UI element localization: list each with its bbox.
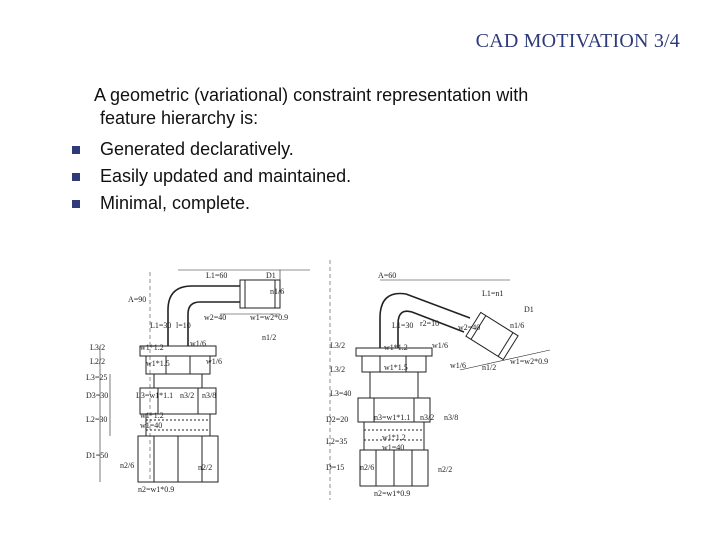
dim-label: n3/2 [180,391,194,400]
bullet-item: Minimal, complete. [72,190,351,217]
dim-label: n3=w1*1.1 [374,413,410,422]
dim-label: L2=30 [86,415,107,424]
dim-label: w1/6 [450,361,466,370]
dim-label: L3/2 [330,365,345,374]
dim-label: L3=25 [86,373,107,382]
dim-label: D1=50 [86,451,108,460]
dim-label: w1/6 [432,341,448,350]
dim-label: L1=30 [150,321,171,330]
dim-label: n3/2 [420,413,434,422]
dim-label: L2/2 [90,357,105,366]
square-bullet-icon [72,145,80,154]
dim-label: n2/6 [120,461,134,470]
dim-label: w1/6 [206,357,222,366]
dim-label: w1/6 [190,339,206,348]
right-part [329,260,551,500]
dim-label: D=15 [326,463,344,472]
bullet-item: Easily updated and maintained. [72,163,351,190]
dim-label: n1/6 [270,287,284,296]
dim-label: n2/2 [198,463,212,472]
dim-label: D2=20 [326,415,348,424]
dim-label: n3/8 [444,413,458,422]
dim-label: n2/2 [438,465,452,474]
dim-label: w1*1.5 [146,359,170,368]
dim-label: L1=60 [206,271,227,280]
dim-label: L3=40 [330,389,351,398]
bullet-text: Easily updated and maintained. [100,166,352,186]
dim-label: A=60 [378,271,396,280]
left-part [99,269,310,483]
dim-label: D1 [524,305,534,314]
dim-label: n1/6 [510,321,524,330]
dim-label: D3=30 [86,391,108,400]
dim-label: A=90 [128,295,146,304]
dim-label: L3/2 [330,341,345,350]
dim-label: n2=w1*0.9 [138,485,174,494]
dim-label: n3/8 [202,391,216,400]
right-labels: A=60 L1=n1 D1 L1=30 r2=10 w2=40 n1/6 L3/… [326,271,548,498]
dim-label: L3/2 [90,343,105,352]
square-bullet-icon [72,199,80,208]
dim-label: w1*1.5 [384,363,408,372]
dim-label: w1=w2*0.9 [510,357,548,366]
slide-title: CAD MOTIVATION 3/4 [475,30,680,52]
left-labels: L1=60 D1 n1/6 A=90 w2=40 w1=w2*0.9 L1=30… [86,271,288,494]
dim-label: l=10 [176,321,191,330]
dim-label: w1*1.2 [382,433,406,442]
dim-label: w1*1.2 [384,343,408,352]
square-bullet-icon [72,172,80,181]
intro-line-1: A geometric (variational) constraint rep… [94,85,529,105]
dim-label: w1*1.2 [140,343,164,352]
dim-label: L2=35 [326,437,347,446]
bullet-list: Generated declaratively. Easily updated … [72,136,351,217]
bullet-text: Generated declaratively. [100,139,294,159]
dim-label: n1/2 [262,333,276,342]
bullet-text: Minimal, complete. [100,193,251,213]
dim-label: D1 [266,271,276,280]
dim-label: w1=40 [140,421,162,430]
dim-label: n1/2 [482,363,496,372]
dim-label: n2=w1*0.9 [374,489,410,498]
dim-label: w1*1.2 [140,411,164,420]
dim-label: r2=10 [420,319,439,328]
intro-line-2: feature hierarchy is: [100,108,259,128]
dim-label: L1=n1 [482,289,503,298]
intro-text: A geometric (variational) constraint rep… [94,84,654,130]
dim-label: L1=30 [392,321,413,330]
cad-drawing: L1=60 D1 n1/6 A=90 w2=40 w1=w2*0.9 L1=30… [86,260,551,500]
dim-label: w1=40 [382,443,404,452]
dim-label: w2=40 [204,313,226,322]
dim-label: L3=w1*1.1 [136,391,173,400]
dim-label: w2=40 [458,323,480,332]
bullet-item: Generated declaratively. [72,136,351,163]
dim-label: n2/6 [360,463,374,472]
dim-label: w1=w2*0.9 [250,313,288,322]
